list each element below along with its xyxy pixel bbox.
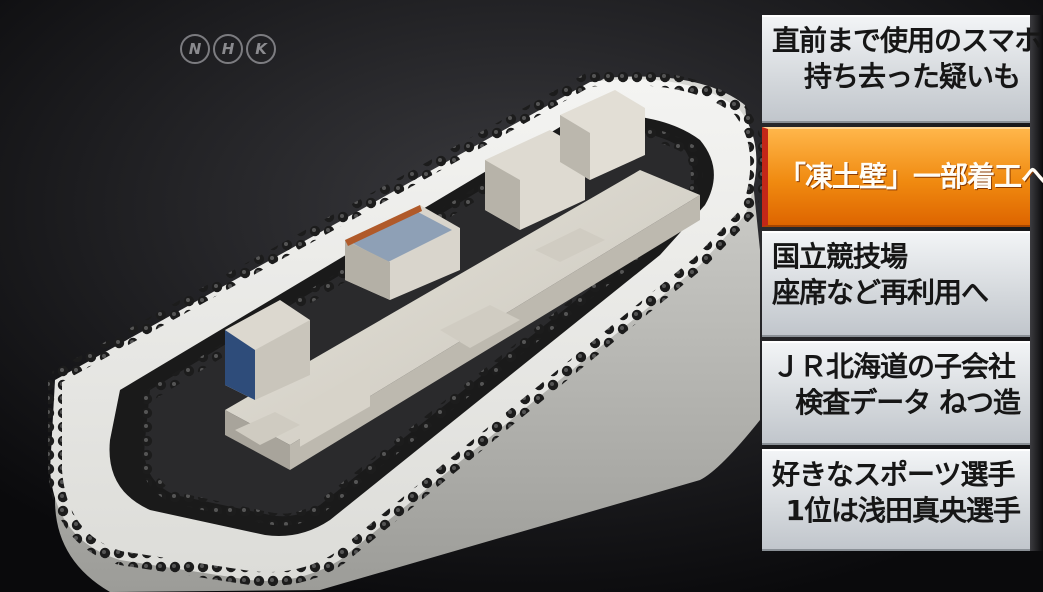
logo-letter-h: H (213, 34, 243, 64)
headline-2-line-1: 「凍土壁」一部着工へ (778, 160, 1043, 193)
reactor-building-1 (225, 300, 310, 400)
annex-block-2 (535, 228, 605, 262)
headline-5-line-1: 好きなスポーツ選手 (772, 458, 1015, 491)
headline-1-line-1: 直前まで使用のスマホ (772, 24, 1042, 57)
nhk-logo: N H K (180, 34, 276, 64)
reactor-building-2 (345, 205, 460, 300)
headline-4-line-1: ＪＲ北海道の子会社 (772, 350, 1016, 383)
annex-block-3 (235, 412, 300, 445)
headline-1-line-2: 持ち去った疑いも (803, 60, 1021, 93)
headline-5-line-2: 1位は浅田真央選手 (785, 494, 1021, 527)
freezing-pipes-outer (51, 71, 745, 385)
headline-3-line-1: 国立競技場 (772, 240, 908, 273)
logo-letter-n: N (180, 34, 210, 64)
freezing-pipes-left (48, 380, 123, 565)
headline-3-line-2: 座席など再利用へ (772, 276, 989, 309)
logo-letter-k: K (246, 34, 276, 64)
headline-2-active: 「凍土壁」一部着工へ (762, 127, 1043, 227)
headline-list: 直前まで使用のスマホ 持ち去った疑いも 「凍土壁」一部着工へ 国立競技場 座席な… (762, 15, 1043, 551)
headline-strip-edge (1030, 15, 1043, 551)
freezing-pipes-outer-2 (118, 105, 765, 587)
headline-4-line-2: 検査データ ねつ造 (795, 386, 1021, 419)
headline-4: ＪＲ北海道の子会社 検査データ ねつ造 (762, 341, 1030, 445)
headline-3: 国立競技場 座席など再利用へ (762, 231, 1030, 337)
reactor-building-4 (560, 90, 645, 180)
annex-block-1 (440, 305, 520, 348)
headline-1: 直前まで使用のスマホ 持ち去った疑いも (762, 15, 1042, 123)
headline-5: 好きなスポーツ選手 1位は浅田真央選手 (762, 449, 1030, 551)
